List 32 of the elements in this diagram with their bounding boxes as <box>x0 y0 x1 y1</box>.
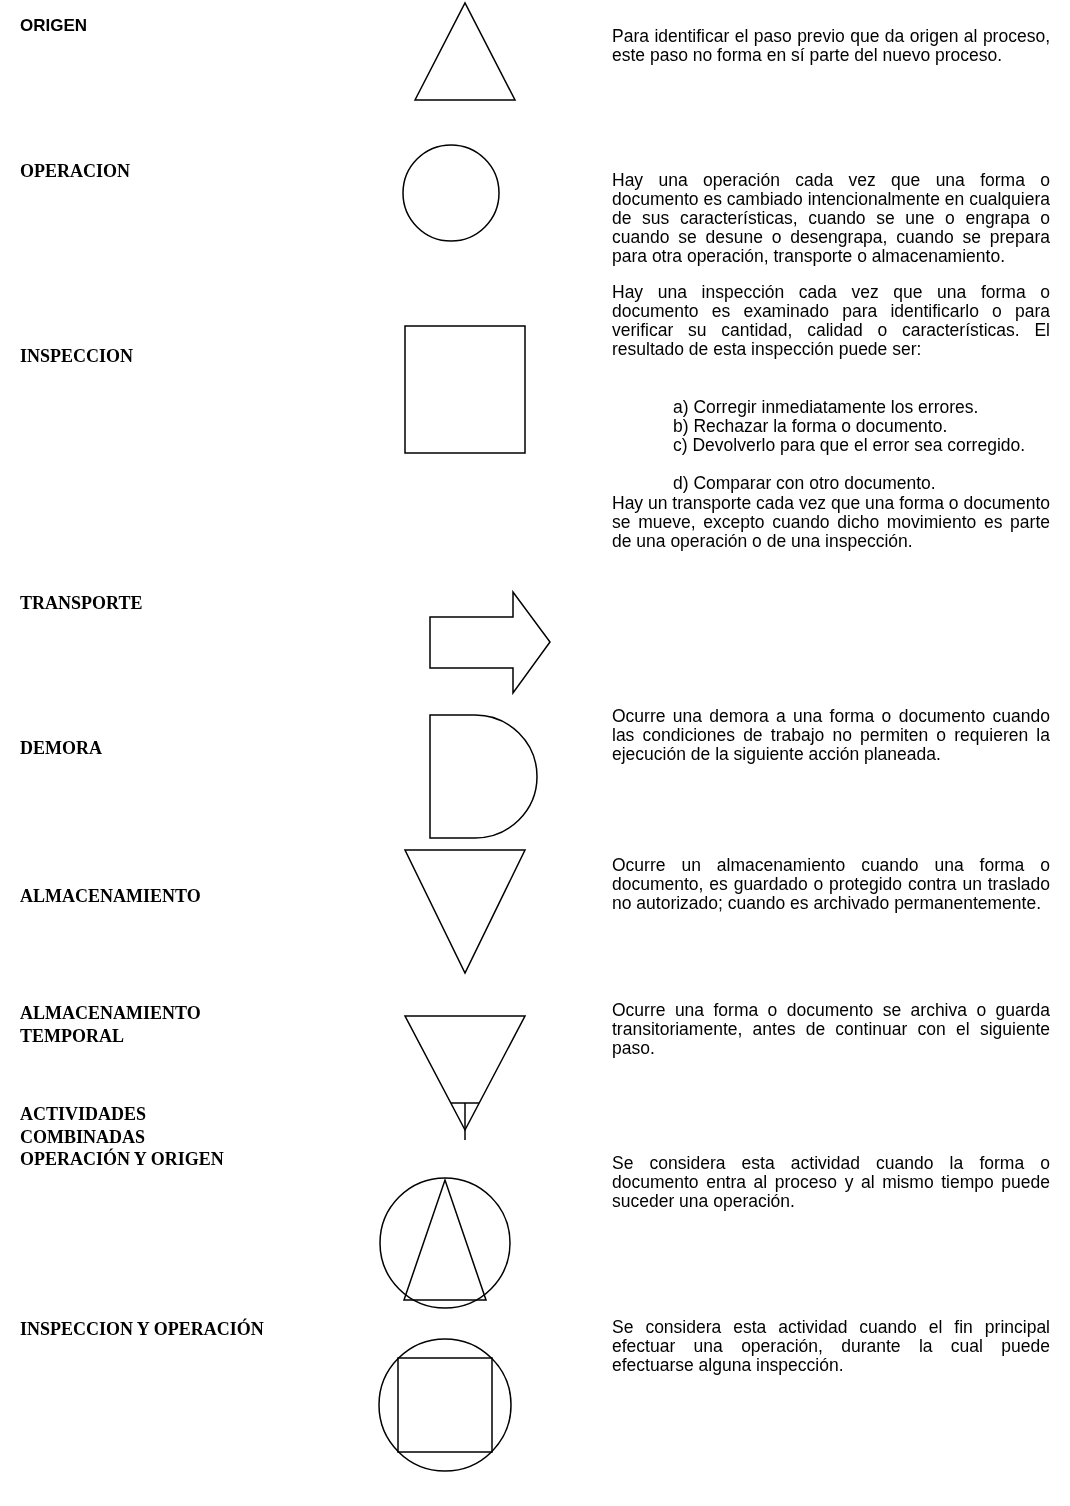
list-item: d) Comparar con otro documento. <box>673 474 937 493</box>
section-heading: ACTIVIDADES COMBINADAS <box>20 1103 148 1148</box>
symbol-name: ALMACENAMIENTO TEMPORAL <box>20 1002 202 1048</box>
symbol-name: TRANSPORTE <box>20 592 144 615</box>
description-text: Ocurre un almacenamiento cuando una forma o documento, es guardado o protegido contra un traslado no autorizado; cuando es archivado permanentemente. <box>612 856 1050 913</box>
triangle-symbol <box>403 1015 527 1141</box>
description-text: Ocurre una demora a una forma o documento cuando las condiciones de trabajo no permiten o requieren la ejecución de la siguiente acción planeada. <box>612 707 1050 764</box>
symbol-name: OPERACION <box>20 160 131 183</box>
symbol-name: ALMACENAMIENTO <box>20 885 202 908</box>
description-text: Ocurre una forma o documento se archiva o guarda transitoriamente, antes de continuar con el siguiente paso. <box>612 1001 1050 1058</box>
symbol-name: ORIGEN <box>20 15 89 37</box>
description-text: Hay un transporte cada vez que una forma o documento se mueve, excepto cuando dicho movimiento es parte de una operación o de una inspección. <box>612 494 1050 551</box>
symbol-name: DEMORA <box>20 737 103 760</box>
circle-symbol <box>379 1177 511 1309</box>
symbol-name: OPERACIÓN Y ORIGEN <box>20 1148 225 1171</box>
description-text: Hay una inspección cada vez que una forma o documento es examinado para identificarlo o para verificar su cantidad, calidad o características. El resultado de esta inspección puede ser: <box>612 283 1050 359</box>
triangle-symbol <box>403 849 527 975</box>
d-shape-symbol <box>429 714 538 839</box>
description-text: Se considera esta actividad cuando el fin principal efectuar una operación, durante la cual puede efectuarse alguna inspección. <box>612 1318 1050 1375</box>
circle-symbol <box>402 144 500 242</box>
list-item: b) Rechazar la forma o documento. <box>673 417 949 436</box>
list-item: c) Devolverlo para que el error sea corregido. <box>673 436 1027 455</box>
arrow-symbol <box>429 589 551 696</box>
list-item: a) Corregir inmediatamente los errores. <box>673 398 980 417</box>
description-text: Para identificar el paso previo que da origen al proceso, este paso no forma en sí parte del nuevo proceso. <box>612 27 1050 65</box>
square-symbol <box>404 325 526 454</box>
symbol-name: INSPECCION Y OPERACIÓN <box>20 1318 265 1341</box>
description-text: Se considera esta actividad cuando la forma o documento entra al proceso y al mismo tiempo puede suceder una operación. <box>612 1154 1050 1211</box>
triangle-symbol <box>413 1 517 101</box>
circle-symbol <box>378 1338 512 1472</box>
description-text: Hay una operación cada vez que una forma o documento es cambiado intencionalmente en cualquiera de sus características, cuando se une o engrapa o cuando se desune o desengrapa, cuando se prepara para otra operación, transporte o almacenamiento. <box>612 171 1050 266</box>
symbol-name: INSPECCION <box>20 345 135 368</box>
